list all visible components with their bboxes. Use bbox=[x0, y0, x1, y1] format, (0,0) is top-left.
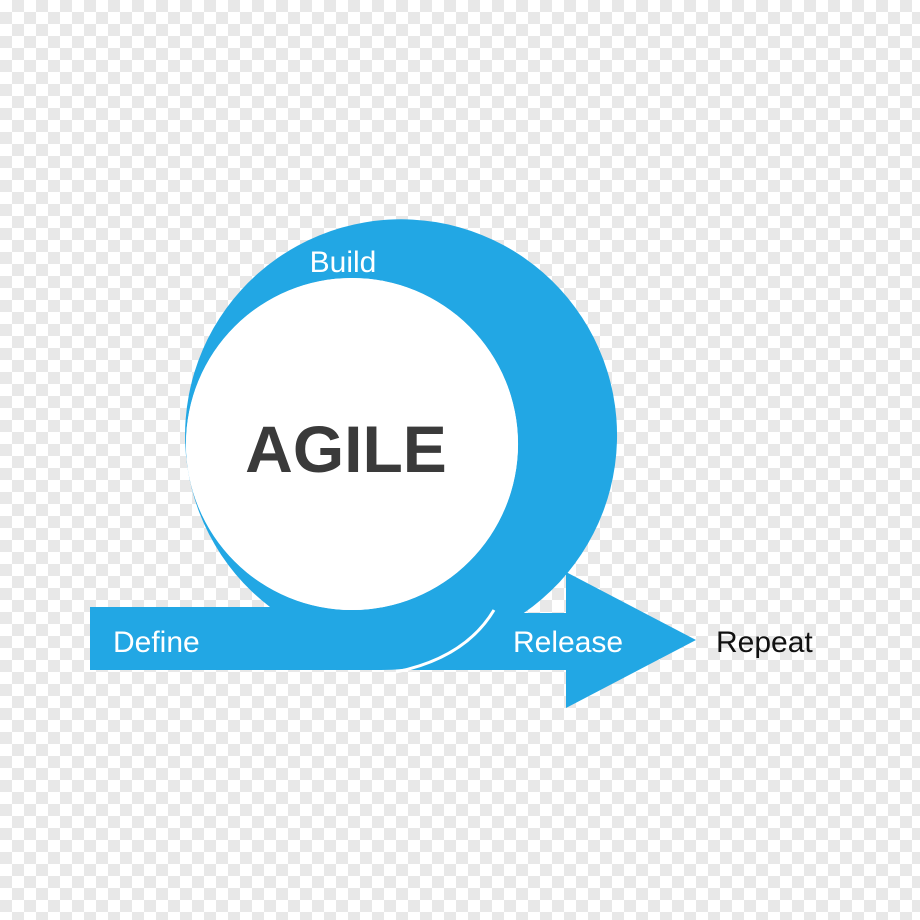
stage-label-repeat: Repeat bbox=[716, 626, 813, 659]
loop-arrow-divider bbox=[395, 609, 496, 674]
stage-label-build: Build bbox=[310, 246, 377, 279]
stage-label-define: Define bbox=[113, 626, 200, 659]
release-arrow bbox=[400, 572, 696, 708]
stage-label-release: Release bbox=[513, 626, 623, 659]
cycle-ring bbox=[90, 219, 618, 670]
center-label: AGILE bbox=[245, 412, 447, 486]
cycle-hole bbox=[186, 278, 518, 610]
